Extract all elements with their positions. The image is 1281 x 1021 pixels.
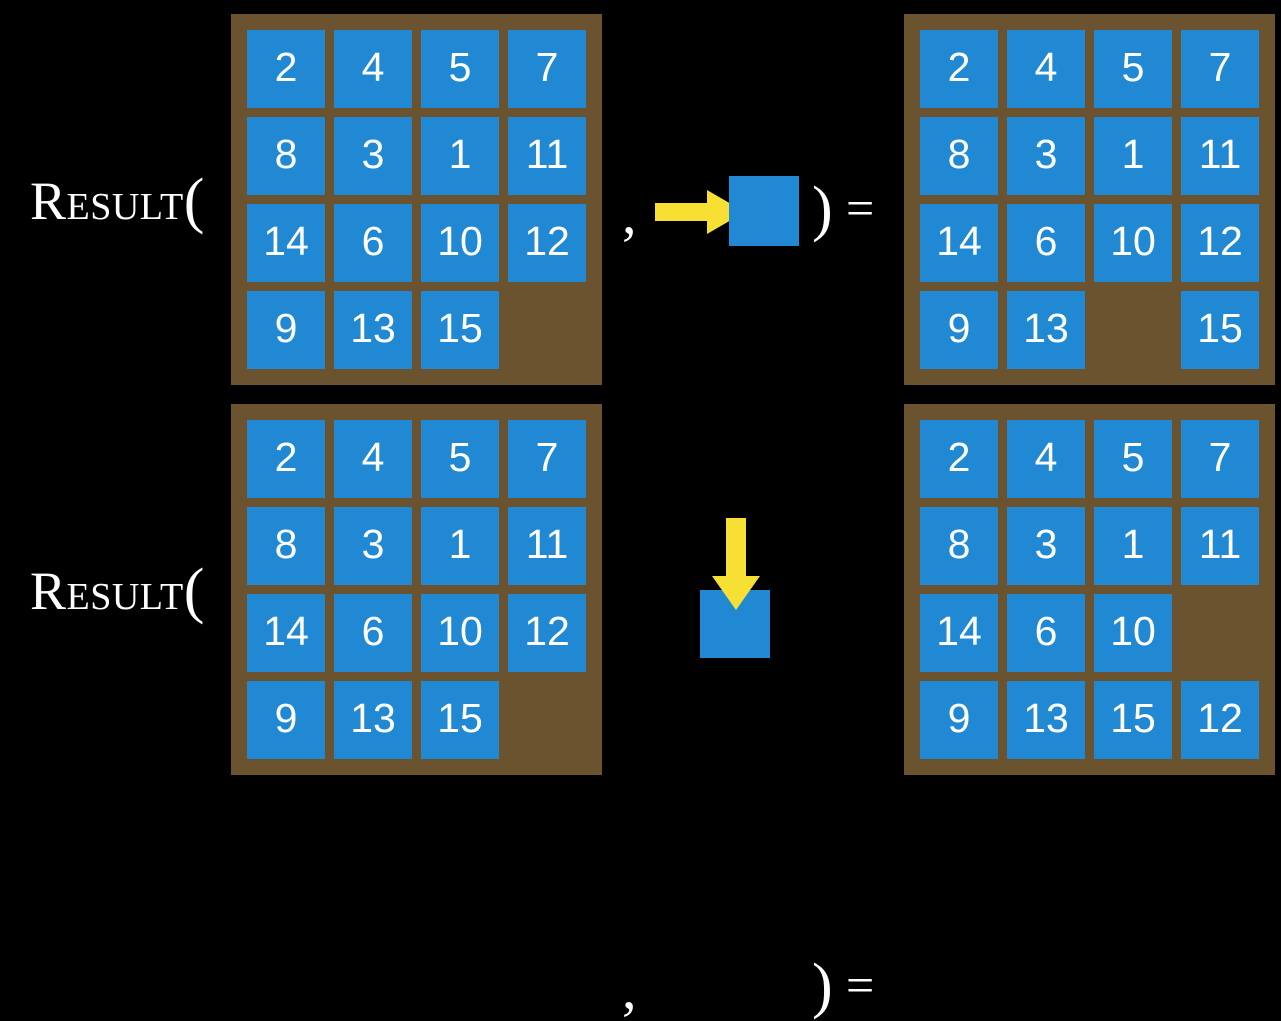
result-word-bottom: Result: [30, 561, 184, 621]
puzzle-tile[interactable]: 12: [508, 594, 586, 672]
puzzle-tile[interactable]: 10: [1094, 594, 1172, 672]
puzzle-tile[interactable]: 1: [421, 117, 499, 195]
comma-top: ,: [622, 181, 637, 246]
puzzle-tile[interactable]: 1: [1094, 507, 1172, 585]
puzzle-blank-cell: [1181, 594, 1259, 672]
puzzle-tile[interactable]: 13: [1007, 681, 1085, 759]
puzzle-tile[interactable]: 12: [1181, 204, 1259, 282]
puzzle-tile[interactable]: 2: [247, 30, 325, 108]
puzzle-tile[interactable]: 1: [421, 507, 499, 585]
puzzle-tile[interactable]: 6: [334, 594, 412, 672]
puzzle-tile[interactable]: 4: [334, 420, 412, 498]
puzzle-tile[interactable]: 2: [920, 30, 998, 108]
comma-bottom: ,: [622, 956, 637, 1021]
puzzle-blank-cell: [1094, 291, 1172, 369]
puzzle-tile[interactable]: 7: [508, 30, 586, 108]
puzzle-tile[interactable]: 2: [247, 420, 325, 498]
equals-top: =: [846, 180, 875, 236]
puzzle-blank-cell: [508, 291, 586, 369]
puzzle-tile[interactable]: 10: [421, 594, 499, 672]
blank-tile-square-top: [729, 176, 799, 246]
puzzle-tile[interactable]: 12: [508, 204, 586, 282]
puzzle-tile[interactable]: 9: [247, 681, 325, 759]
puzzle-tile[interactable]: 2: [920, 420, 998, 498]
puzzle-tile[interactable]: 3: [334, 117, 412, 195]
puzzle-tile[interactable]: 10: [421, 204, 499, 282]
puzzle-tile[interactable]: 8: [247, 117, 325, 195]
puzzle-tile[interactable]: 4: [1007, 420, 1085, 498]
puzzle-tile[interactable]: 10: [1094, 204, 1172, 282]
puzzle-tile[interactable]: 9: [920, 291, 998, 369]
right-arrow-icon: [655, 190, 745, 234]
puzzle-tile[interactable]: 12: [1181, 681, 1259, 759]
puzzle-tile[interactable]: 7: [1181, 420, 1259, 498]
close-paren-bottom: ): [812, 952, 833, 1020]
puzzle-tile[interactable]: 11: [1181, 507, 1259, 585]
puzzle-tile[interactable]: 11: [508, 117, 586, 195]
puzzle-tile[interactable]: 6: [1007, 594, 1085, 672]
puzzle-tile[interactable]: 6: [334, 204, 412, 282]
puzzle-tile[interactable]: 14: [920, 204, 998, 282]
puzzle-tile[interactable]: 15: [1094, 681, 1172, 759]
puzzle-tile[interactable]: 7: [1181, 30, 1259, 108]
open-paren-top: (: [183, 167, 205, 235]
puzzle-tile[interactable]: 4: [334, 30, 412, 108]
puzzle-tile[interactable]: 14: [247, 594, 325, 672]
puzzle-tile[interactable]: 6: [1007, 204, 1085, 282]
puzzle-tile[interactable]: 5: [1094, 30, 1172, 108]
puzzle-tile[interactable]: 11: [508, 507, 586, 585]
puzzle-tile[interactable]: 14: [920, 594, 998, 672]
puzzle-tile[interactable]: 13: [334, 291, 412, 369]
puzzle-tile[interactable]: 4: [1007, 30, 1085, 108]
puzzle-tile[interactable]: 11: [1181, 117, 1259, 195]
puzzle-tile[interactable]: 15: [421, 681, 499, 759]
puzzle-tile[interactable]: 3: [334, 507, 412, 585]
puzzle-tile[interactable]: 8: [920, 507, 998, 585]
result-label-top: Result(: [30, 170, 205, 232]
close-paren-top: ): [812, 175, 833, 243]
puzzle-tile[interactable]: 13: [334, 681, 412, 759]
puzzle-tile[interactable]: 1: [1094, 117, 1172, 195]
puzzle-tile[interactable]: 7: [508, 420, 586, 498]
puzzle-tile[interactable]: 15: [421, 291, 499, 369]
puzzle-tile[interactable]: 13: [1007, 291, 1085, 369]
puzzle-tile[interactable]: 9: [920, 681, 998, 759]
result-label-bottom: Result(: [30, 560, 205, 622]
down-arrow-icon: [712, 518, 760, 610]
puzzle-tile[interactable]: 5: [421, 420, 499, 498]
equals-bottom: =: [846, 957, 875, 1013]
open-paren-bottom: (: [183, 557, 205, 625]
puzzle-tile[interactable]: 14: [247, 204, 325, 282]
puzzle-tile[interactable]: 9: [247, 291, 325, 369]
puzzle-tile[interactable]: 8: [920, 117, 998, 195]
puzzle-tile[interactable]: 3: [1007, 507, 1085, 585]
puzzle-blank-cell: [508, 681, 586, 759]
result-word-top: Result: [30, 171, 184, 231]
puzzle-tile[interactable]: 8: [247, 507, 325, 585]
puzzle-tile[interactable]: 5: [1094, 420, 1172, 498]
puzzle-tile[interactable]: 5: [421, 30, 499, 108]
puzzle-tile[interactable]: 3: [1007, 117, 1085, 195]
puzzle-tile[interactable]: 15: [1181, 291, 1259, 369]
